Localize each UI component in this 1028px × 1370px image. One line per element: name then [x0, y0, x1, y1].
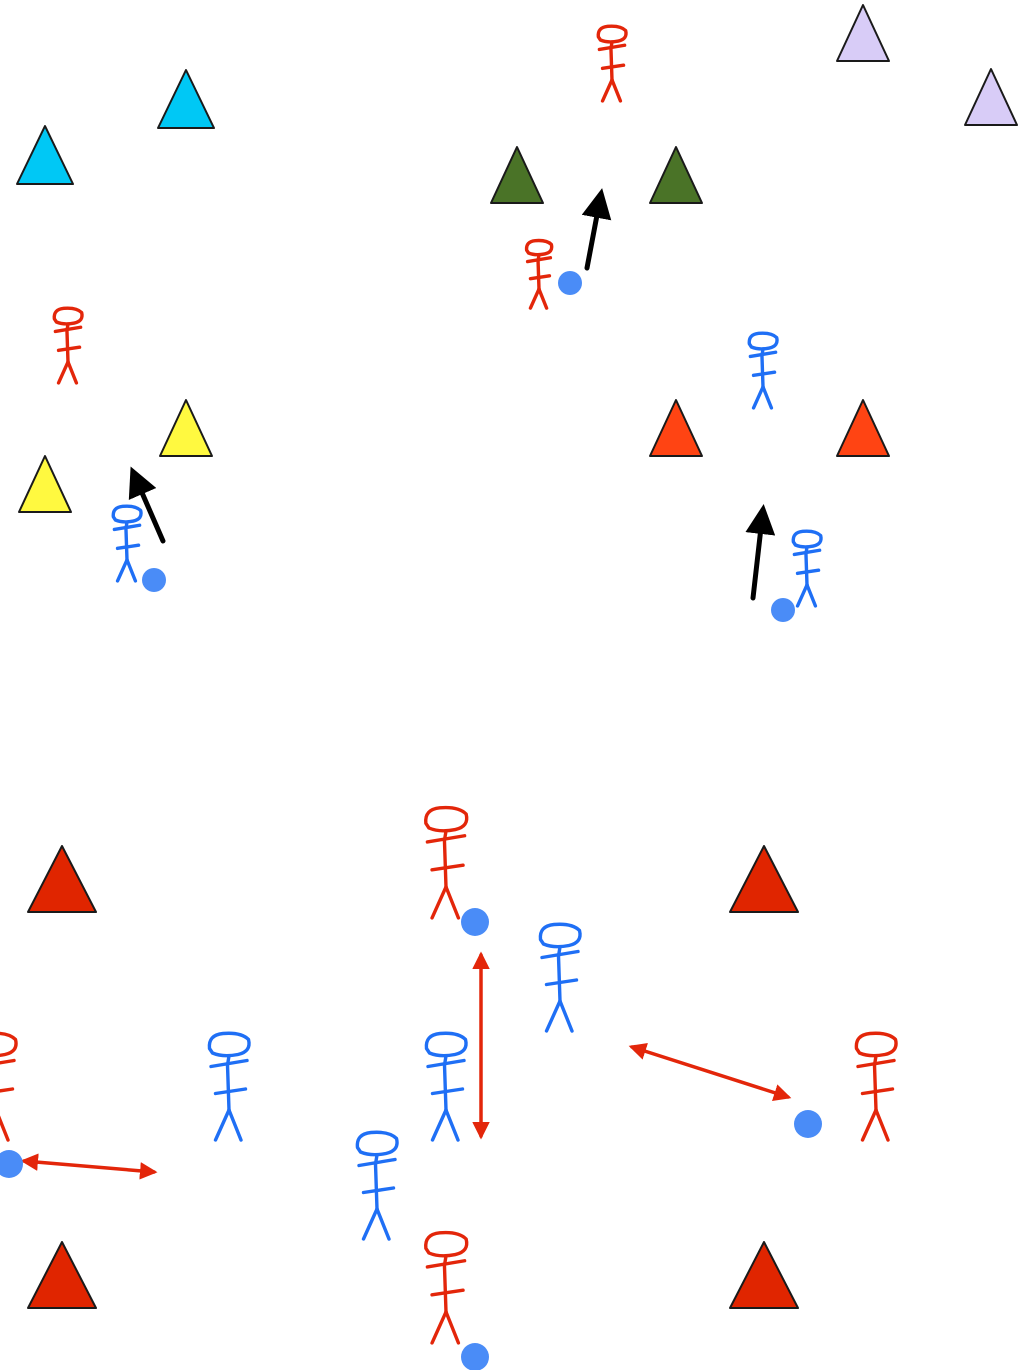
movement-arrow [24, 1161, 154, 1172]
cones-layer [17, 5, 1017, 1308]
blue-player [793, 531, 821, 606]
blue-player [426, 1033, 466, 1140]
red-player [54, 308, 82, 383]
arrows-layer [24, 194, 788, 1172]
blue-player [357, 1132, 397, 1239]
cyan-cone [17, 126, 73, 184]
red-player [598, 26, 626, 101]
green-cone [491, 147, 543, 203]
blue-player [209, 1033, 249, 1140]
pass-arrow [587, 194, 601, 268]
ball [142, 568, 166, 592]
ball [794, 1110, 822, 1138]
ball [461, 908, 489, 936]
cyan-cone [158, 70, 214, 128]
lavender-cone [837, 5, 889, 61]
ball [0, 1150, 23, 1178]
red-player [527, 240, 552, 308]
lavender-cone [965, 69, 1017, 125]
orange-cone [837, 400, 889, 456]
orange-cone [650, 400, 702, 456]
blue-player [113, 506, 141, 581]
red-player [856, 1033, 896, 1140]
red-player [426, 1233, 467, 1343]
ball [771, 598, 795, 622]
ball [558, 271, 582, 295]
balls-layer [0, 271, 822, 1370]
red-player [0, 1033, 16, 1140]
red-cone [28, 1242, 96, 1308]
yellow-cone [19, 456, 71, 512]
players-layer [0, 26, 896, 1343]
yellow-cone [160, 400, 212, 456]
blue-player [540, 924, 580, 1031]
red-cone [28, 846, 96, 912]
blue-player [749, 333, 777, 408]
red-player [426, 808, 467, 918]
movement-arrow [632, 1047, 788, 1097]
pass-arrow [753, 510, 763, 598]
red-cone [730, 846, 798, 912]
red-cone [730, 1242, 798, 1308]
green-cone [650, 147, 702, 203]
ball [461, 1343, 489, 1370]
